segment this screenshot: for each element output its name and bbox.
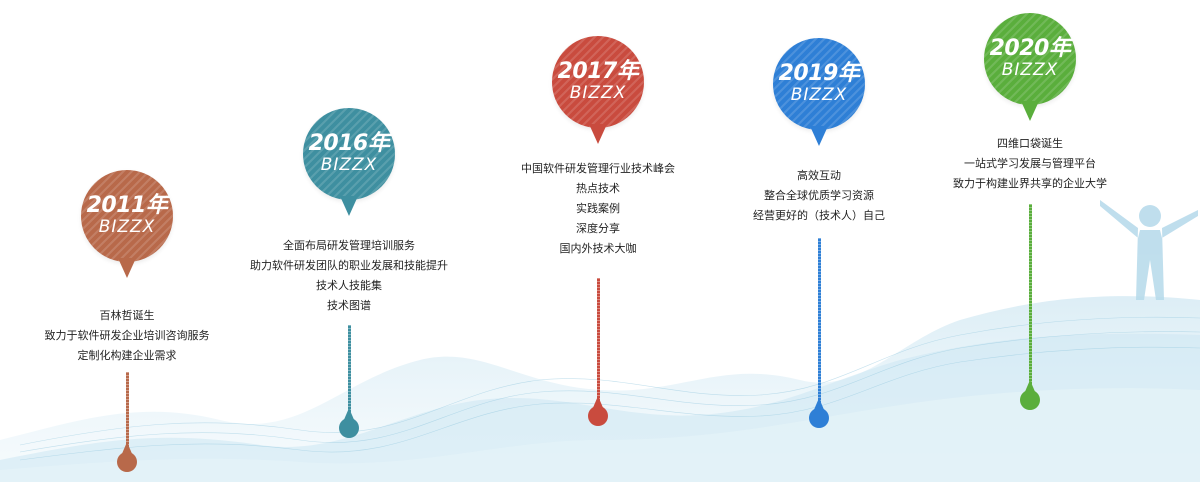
description-line: 实践案例	[576, 202, 620, 215]
description-line: 国内外技术大咖	[559, 242, 637, 255]
year-label: 2016年	[308, 131, 390, 156]
description-line: 一站式学习发展与管理平台	[964, 157, 1096, 170]
bubble-tail	[589, 124, 607, 144]
year-label: 2019年	[778, 61, 860, 86]
year-bubble: 2019年 BIZZX	[773, 38, 865, 146]
year-bubble: 2016年 BIZZX	[303, 108, 395, 216]
description-line: 中国软件研发管理行业技术峰会	[521, 162, 675, 175]
year-bubble: 2011年 BIZZX	[81, 170, 173, 278]
description-line: 技术图谱	[327, 299, 371, 312]
timeline-stem	[596, 278, 600, 406]
description-line: 技术人技能集	[316, 279, 382, 292]
milestone-2016: 2016年 BIZZX	[303, 108, 395, 216]
timeline-stem	[1028, 204, 1032, 390]
description-line: 定制化构建企业需求	[77, 349, 177, 362]
description-line: 百林哲诞生	[99, 309, 155, 322]
description-line: 热点技术	[576, 182, 620, 195]
timeline-stem	[125, 372, 129, 452]
milestone-2019-description: 高效互动 整合全球优质学习资源 经营更好的（技术人）自己	[753, 166, 885, 226]
description-line: 全面布局研发管理培训服务	[283, 239, 415, 252]
milestone-2020: 2020年 BIZZX	[984, 13, 1076, 121]
description-line: 助力软件研发团队的职业发展和技能提升	[250, 259, 448, 272]
description-line: 四维口袋诞生	[997, 137, 1063, 150]
milestone-2019: 2019年 BIZZX	[773, 38, 865, 146]
bubble-tail	[810, 126, 828, 146]
milestone-2011-description: 百林哲诞生 致力于软件研发企业培训咨询服务 定制化构建企业需求	[45, 306, 210, 366]
timeline-drop	[809, 398, 829, 428]
year-label: 2011年	[86, 193, 168, 218]
bubble-tail	[118, 258, 136, 278]
milestone-2016-description: 全面布局研发管理培训服务 助力软件研发团队的职业发展和技能提升 技术人技能集 技…	[250, 236, 448, 316]
timeline-drop	[339, 408, 359, 438]
timeline-drop	[588, 396, 608, 426]
milestone-2017: 2017年 BIZZX	[552, 36, 644, 144]
milestone-2020-description: 四维口袋诞生 一站式学习发展与管理平台 致力于构建业界共享的企业大学	[953, 134, 1107, 194]
description-line: 致力于软件研发企业培训咨询服务	[44, 329, 210, 342]
bubble-tail	[340, 196, 358, 216]
description-line: 高效互动	[797, 169, 841, 182]
brand-label: BIZZX	[1001, 60, 1059, 80]
brand-label: BIZZX	[320, 155, 378, 175]
year-label: 2020年	[989, 36, 1071, 61]
year-label: 2017年	[557, 59, 639, 84]
year-bubble: 2020年 BIZZX	[984, 13, 1076, 121]
timeline-drop	[1020, 380, 1040, 410]
timeline-drop	[117, 442, 137, 472]
description-line: 经营更好的（技术人）自己	[753, 209, 885, 222]
timeline-stem	[817, 238, 821, 408]
brand-label: BIZZX	[569, 83, 627, 103]
brand-label: BIZZX	[790, 85, 848, 105]
person-silhouette	[1100, 200, 1198, 300]
milestone-2011: 2011年 BIZZX	[81, 170, 173, 278]
description-line: 深度分享	[576, 222, 620, 235]
milestone-2017-description: 中国软件研发管理行业技术峰会 热点技术 实践案例 深度分享 国内外技术大咖	[521, 159, 675, 259]
description-line: 致力于构建业界共享的企业大学	[953, 177, 1107, 190]
bubble-tail	[1021, 101, 1039, 121]
description-line: 整合全球优质学习资源	[764, 189, 874, 202]
brand-label: BIZZX	[98, 217, 156, 237]
timeline-stem	[347, 325, 351, 417]
year-bubble: 2017年 BIZZX	[552, 36, 644, 144]
